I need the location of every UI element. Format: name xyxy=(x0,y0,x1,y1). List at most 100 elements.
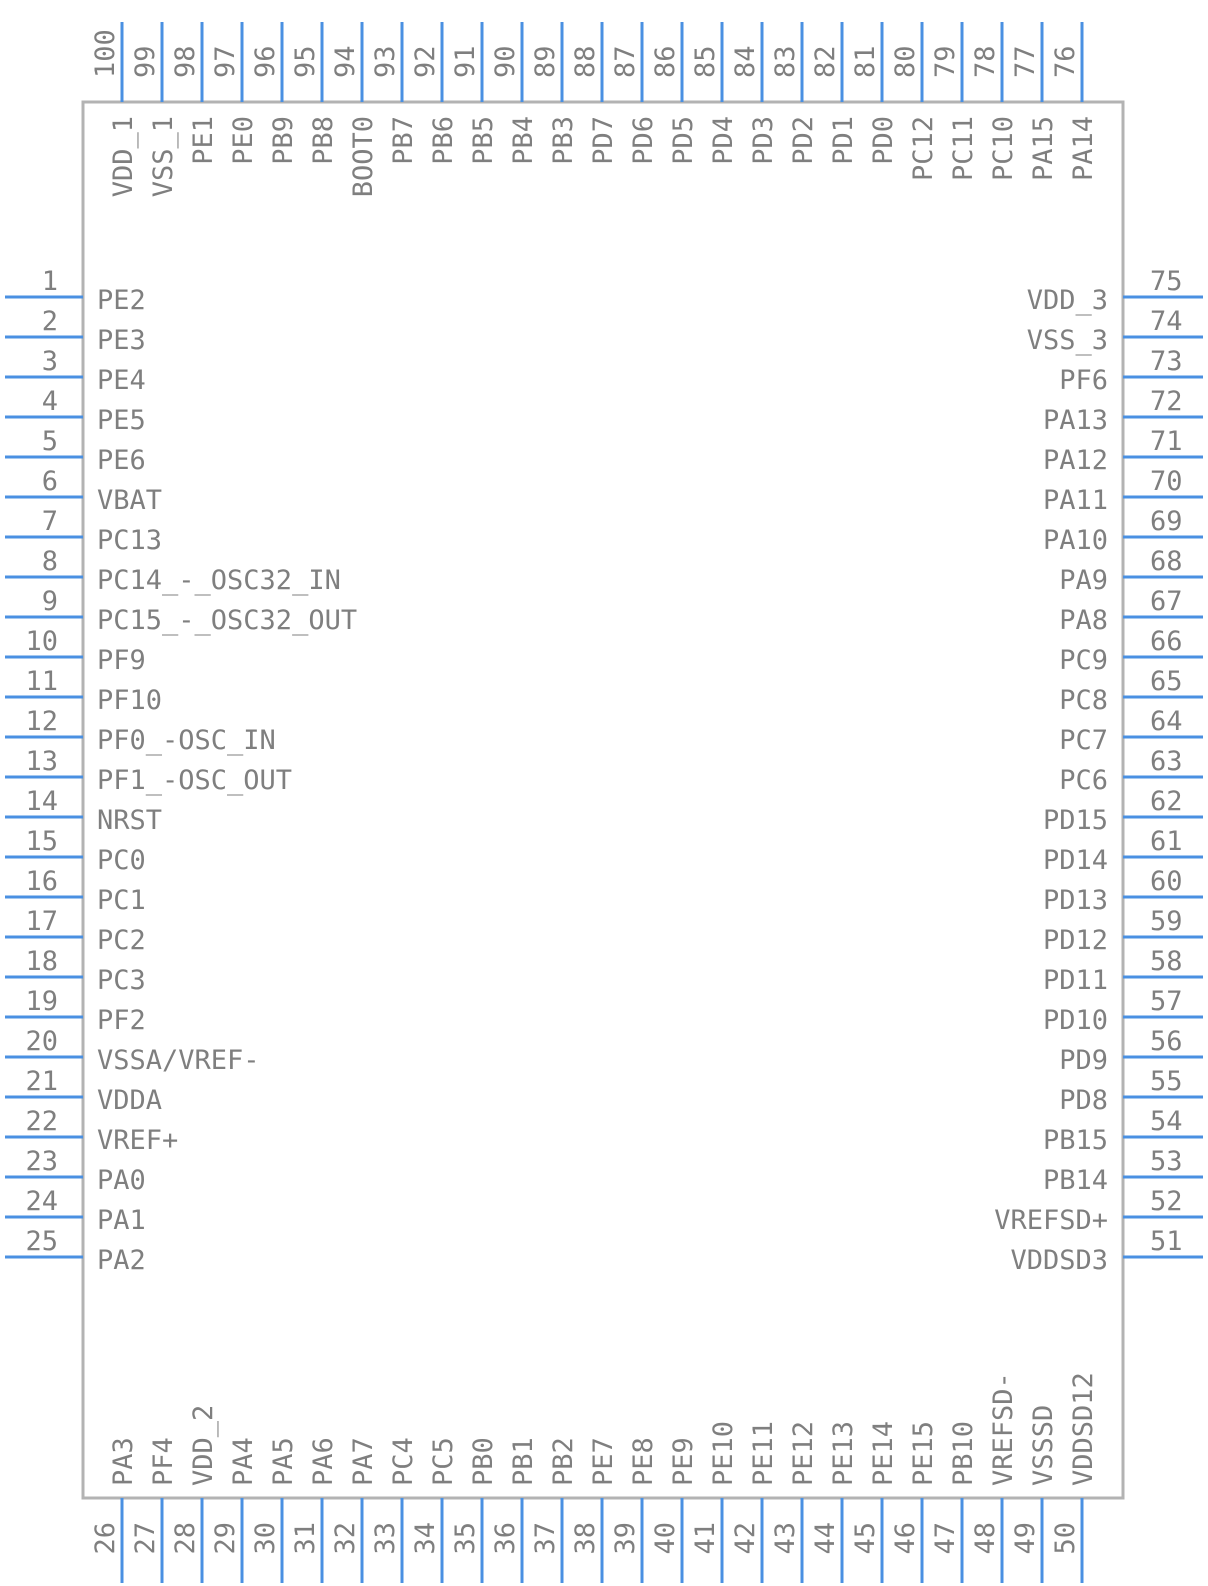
pin-14-number: 14 xyxy=(25,786,58,817)
pin-47-number: 47 xyxy=(930,1522,961,1555)
pin-7-label: PC13 xyxy=(97,525,162,556)
pin-22-number: 22 xyxy=(25,1106,58,1137)
pin-50-label: VDDSD12 xyxy=(1068,1372,1099,1486)
pin-66-number: 66 xyxy=(1150,626,1183,657)
pin-10-number: 10 xyxy=(25,626,58,657)
pin-32-number: 32 xyxy=(330,1522,361,1555)
pin-52-number: 52 xyxy=(1150,1186,1183,1217)
pin-19-number: 19 xyxy=(25,986,58,1017)
pin-81-number: 81 xyxy=(850,45,881,78)
pin-36-number: 36 xyxy=(490,1522,521,1555)
pin-78-number: 78 xyxy=(970,45,1001,78)
pin-67-number: 67 xyxy=(1150,586,1183,617)
pin-6-label: VBAT xyxy=(97,485,162,516)
pin-91-label: PB5 xyxy=(468,116,499,165)
pin-67-label: PA8 xyxy=(1059,605,1108,636)
pin-100-number: 100 xyxy=(90,29,121,78)
pin-53-number: 53 xyxy=(1150,1146,1183,1177)
pin-24-number: 24 xyxy=(25,1186,58,1217)
pin-16-number: 16 xyxy=(25,866,58,897)
pin-12-number: 12 xyxy=(25,706,58,737)
pin-65-label: PC8 xyxy=(1059,685,1108,716)
pin-84-label: PD3 xyxy=(748,116,779,165)
pin-33-number: 33 xyxy=(370,1522,401,1555)
pin-5-number: 5 xyxy=(42,426,58,457)
pin-61-label: PD14 xyxy=(1043,845,1108,876)
pin-9-label: PC15_-_OSC32_OUT xyxy=(97,605,357,636)
pin-74-number: 74 xyxy=(1150,306,1183,337)
pin-46-label: PE15 xyxy=(908,1421,939,1486)
pin-52-label: VREFSD+ xyxy=(994,1205,1108,1236)
pin-70-label: PA11 xyxy=(1043,485,1108,516)
pin-9-number: 9 xyxy=(42,586,58,617)
pin-11-label: PF10 xyxy=(97,685,162,716)
pin-82-number: 82 xyxy=(810,45,841,78)
pin-45-label: PE14 xyxy=(868,1421,899,1486)
pin-66-label: PC9 xyxy=(1059,645,1108,676)
pin-89-number: 89 xyxy=(530,45,561,78)
pin-73-number: 73 xyxy=(1150,346,1183,377)
pin-59-label: PD12 xyxy=(1043,925,1108,956)
pin-13-number: 13 xyxy=(25,746,58,777)
pin-73-label: PF6 xyxy=(1059,365,1108,396)
pin-50-number: 50 xyxy=(1050,1522,1081,1555)
pin-70-number: 70 xyxy=(1150,466,1183,497)
pin-84-number: 84 xyxy=(730,45,761,78)
pin-29-label: PA4 xyxy=(228,1437,259,1486)
pin-15-label: PC0 xyxy=(97,845,146,876)
pin-98-number: 98 xyxy=(170,45,201,78)
pin-51-label: VDDSD3 xyxy=(1010,1245,1108,1276)
pin-30-number: 30 xyxy=(250,1522,281,1555)
pin-96-number: 96 xyxy=(250,45,281,78)
pin-94-number: 94 xyxy=(330,45,361,78)
pin-74-label: VSS_3 xyxy=(1027,325,1108,356)
pin-24-label: PA1 xyxy=(97,1205,146,1236)
pin-75-label: VDD_3 xyxy=(1027,285,1108,316)
pin-29-number: 29 xyxy=(210,1522,241,1555)
pin-60-number: 60 xyxy=(1150,866,1183,897)
pin-69-label: PA10 xyxy=(1043,525,1108,556)
pin-71-number: 71 xyxy=(1150,426,1183,457)
pin-33-label: PC4 xyxy=(388,1437,419,1486)
pin-16-label: PC1 xyxy=(97,885,146,916)
pin-53-label: PB14 xyxy=(1043,1165,1108,1196)
pin-25-number: 25 xyxy=(25,1226,58,1257)
pin-28-number: 28 xyxy=(170,1522,201,1555)
pin-97-label: PE0 xyxy=(228,116,259,165)
pin-4-label: PE5 xyxy=(97,405,146,436)
pin-93-number: 93 xyxy=(370,45,401,78)
pin-87-label: PD6 xyxy=(628,116,659,165)
pin-79-label: PC11 xyxy=(948,116,979,181)
pin-86-label: PD5 xyxy=(668,116,699,165)
pin-38-label: PE7 xyxy=(588,1437,619,1486)
pin-28-label: VDD_2 xyxy=(188,1405,219,1486)
pin-1-label: PE2 xyxy=(97,285,146,316)
pin-92-number: 92 xyxy=(410,45,441,78)
pin-85-label: PD4 xyxy=(708,116,739,165)
pin-39-label: PE8 xyxy=(628,1437,659,1486)
pin-64-number: 64 xyxy=(1150,706,1183,737)
pin-8-label: PC14_-_OSC32_IN xyxy=(97,565,341,596)
ic-body xyxy=(81,100,1125,1500)
pin-43-number: 43 xyxy=(770,1522,801,1555)
pin-72-label: PA13 xyxy=(1043,405,1108,436)
pin-11-number: 11 xyxy=(25,666,58,697)
pin-88-label: PD7 xyxy=(588,116,619,165)
pin-88-number: 88 xyxy=(570,45,601,78)
pin-3-label: PE4 xyxy=(97,365,146,396)
pin-12-label: PF0_-OSC_IN xyxy=(97,725,276,756)
pin-49-label: VSSSD xyxy=(1028,1405,1059,1486)
pin-65-number: 65 xyxy=(1150,666,1183,697)
pin-21-number: 21 xyxy=(25,1066,58,1097)
pin-40-label: PE9 xyxy=(668,1437,699,1486)
pin-32-label: PA7 xyxy=(348,1437,379,1486)
pin-61-number: 61 xyxy=(1150,826,1183,857)
pin-20-number: 20 xyxy=(25,1026,58,1057)
pin-75-number: 75 xyxy=(1150,266,1183,297)
pin-72-number: 72 xyxy=(1150,386,1183,417)
pin-71-label: PA12 xyxy=(1043,445,1108,476)
pin-36-label: PB1 xyxy=(508,1437,539,1486)
pin-34-label: PC5 xyxy=(428,1437,459,1486)
pin-46-number: 46 xyxy=(890,1522,921,1555)
pin-77-label: PA15 xyxy=(1028,116,1059,181)
